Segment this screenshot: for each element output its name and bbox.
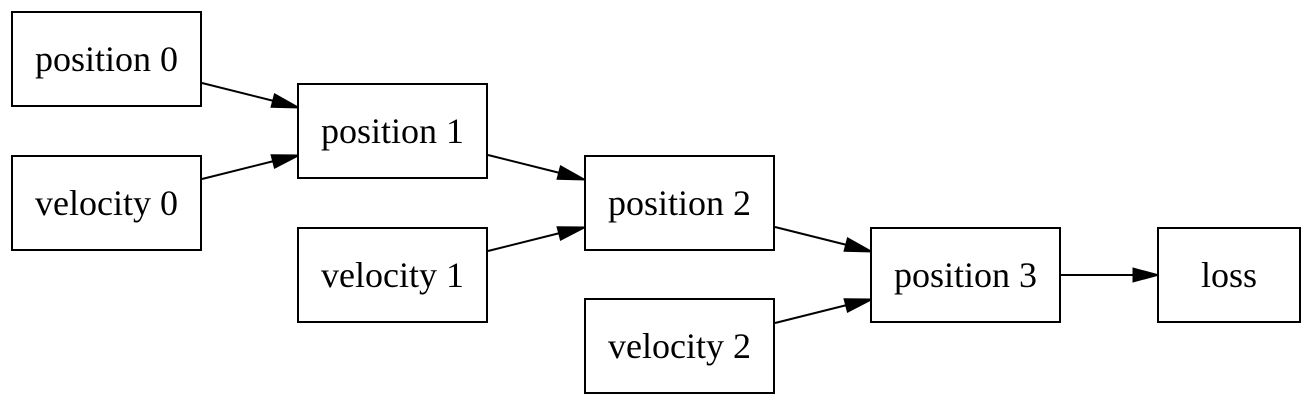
node-loss-label: loss <box>1201 255 1257 295</box>
edge-position2-to-position3 <box>774 226 874 253</box>
node-position-3: position 3 <box>870 227 1061 323</box>
node-velocity-1: velocity 1 <box>297 227 488 323</box>
node-position-0-label: position 0 <box>35 39 178 79</box>
node-velocity-0: velocity 0 <box>11 155 202 251</box>
node-position-1: position 1 <box>297 83 488 179</box>
node-velocity-0-label: velocity 0 <box>35 183 178 223</box>
node-loss: loss <box>1157 227 1301 323</box>
node-position-0: position 0 <box>11 11 202 107</box>
node-velocity-1-label: velocity 1 <box>321 255 464 295</box>
edge-velocity0-to-position1 <box>201 154 301 180</box>
node-velocity-2-label: velocity 2 <box>608 326 751 366</box>
edge-velocity2-to-position3 <box>774 298 874 324</box>
node-position-2-label: position 2 <box>608 183 751 223</box>
nodes: position 0 velocity 0 position 1 velocit… <box>11 11 1301 394</box>
edge-position0-to-position1 <box>201 82 301 109</box>
edge-velocity1-to-position2 <box>487 226 587 252</box>
node-position-3-label: position 3 <box>894 255 1037 295</box>
node-velocity-2: velocity 2 <box>584 298 775 394</box>
node-position-1-label: position 1 <box>321 111 464 151</box>
edges <box>201 82 1161 324</box>
edge-position3-to-loss <box>1061 267 1161 283</box>
node-position-2: position 2 <box>584 155 775 251</box>
edge-position1-to-position2 <box>487 154 587 181</box>
